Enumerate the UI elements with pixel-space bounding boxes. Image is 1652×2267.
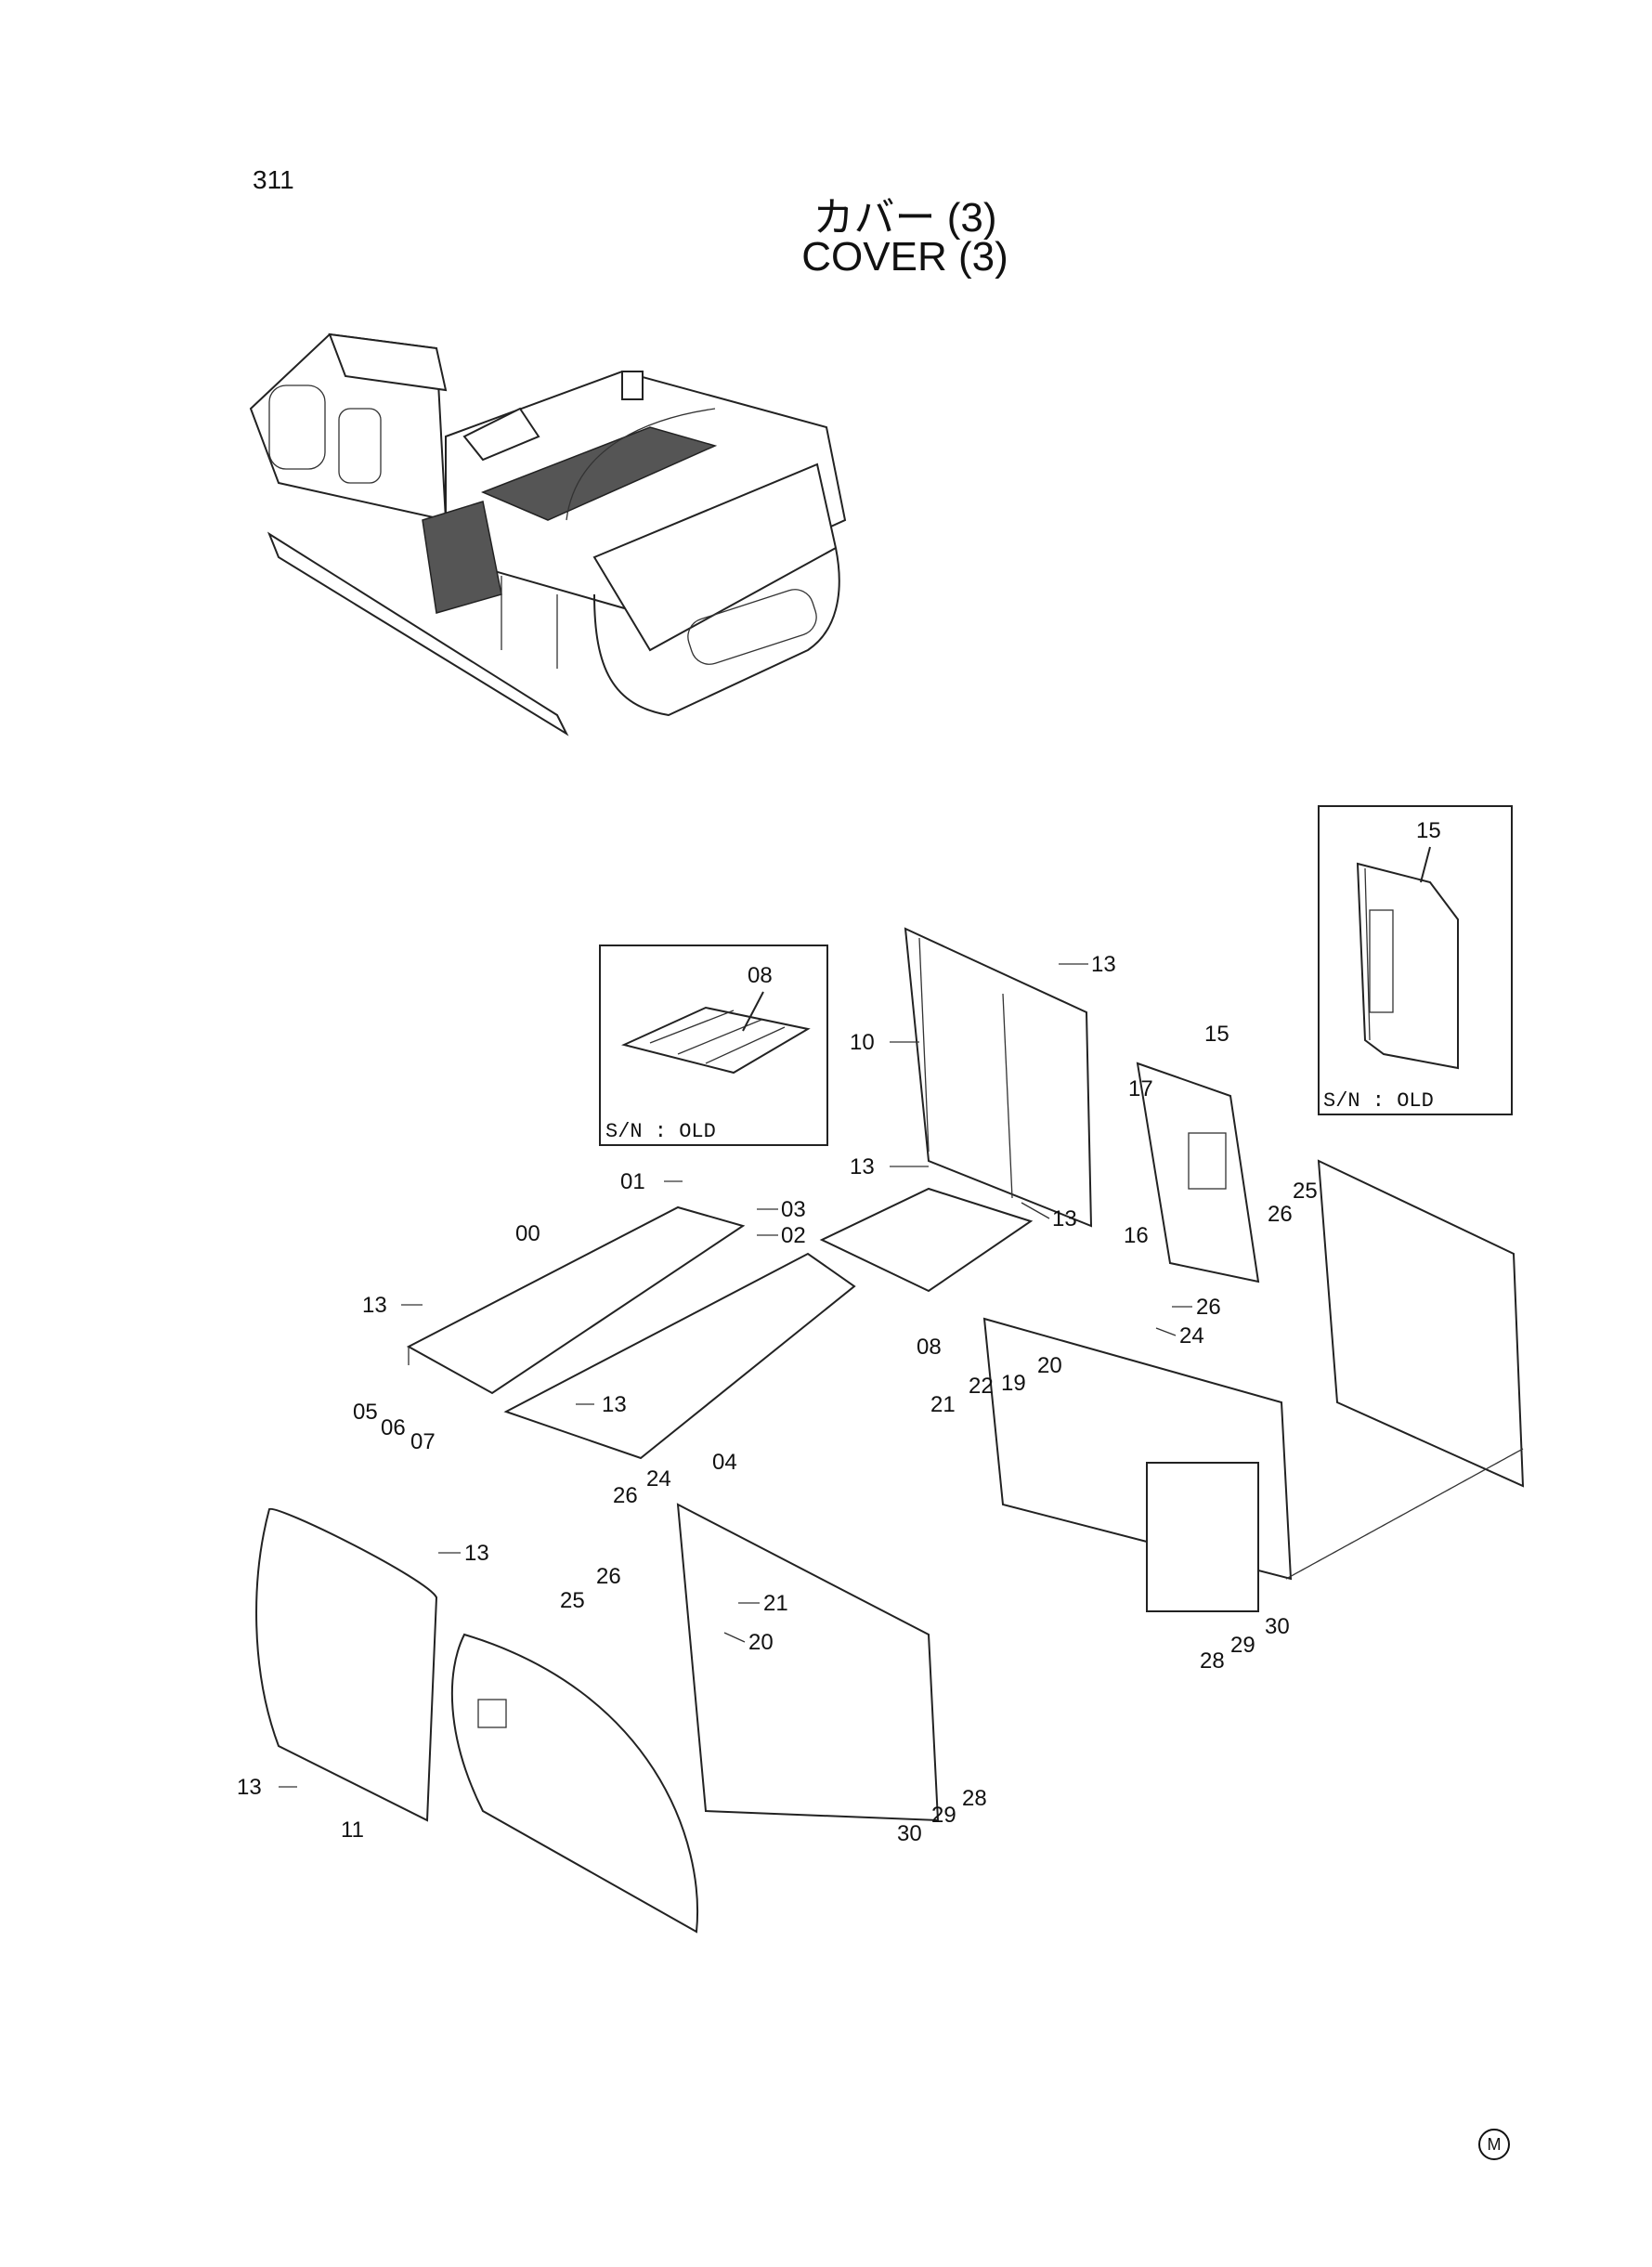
callout-30-b: 30 (897, 1821, 922, 1846)
callout-29-b: 29 (931, 1803, 956, 1828)
title-english: COVER (3) (801, 234, 1008, 280)
callout-08: 08 (917, 1335, 942, 1360)
callout-06: 06 (381, 1415, 406, 1440)
callout-00: 00 (515, 1221, 540, 1246)
callout-25-a: 25 (1293, 1179, 1318, 1204)
callout-15: 15 (1204, 1022, 1229, 1047)
callout-28-a: 28 (1200, 1648, 1225, 1674)
excavator-overview-illustration (249, 332, 847, 736)
callout-20-a: 20 (1037, 1353, 1062, 1378)
inset-15-note: S/N : OLD (1323, 1089, 1434, 1113)
callout-30-a: 30 (1265, 1614, 1290, 1639)
callout-02: 02 (781, 1223, 806, 1248)
manufacturer-mark: M (1478, 2129, 1510, 2160)
callout-03: 03 (781, 1197, 806, 1222)
callout-01: 01 (620, 1169, 645, 1194)
callout-13-d: 13 (362, 1293, 387, 1318)
callout-08-inset: 08 (748, 963, 773, 988)
callout-29-a: 29 (1230, 1633, 1255, 1658)
inset-part-15-old: 15 S/N : OLD (1318, 805, 1513, 1115)
callout-25-b: 25 (560, 1588, 585, 1613)
callout-28-b: 28 (962, 1786, 987, 1811)
title-japanese: カバー (3) (813, 195, 997, 241)
part-10-panel (904, 927, 1093, 1228)
callout-24-a: 24 (1179, 1323, 1204, 1348)
callout-13-g: 13 (237, 1775, 262, 1800)
right-side-door (1317, 1159, 1525, 1488)
callout-26-d: 26 (596, 1564, 621, 1589)
callout-13-c: 13 (1052, 1206, 1077, 1231)
inset-part-08-old: 08 S/N : OLD (599, 945, 828, 1146)
part-04-floor-plate (503, 1252, 856, 1460)
part-00-floor-plate (406, 1205, 746, 1395)
callout-15-inset: 15 (1416, 818, 1441, 843)
part-08-plate (819, 1187, 1034, 1293)
callout-26-a: 26 (1268, 1202, 1293, 1227)
callout-20-b: 20 (748, 1630, 774, 1655)
callout-05: 05 (353, 1400, 378, 1425)
callout-11: 11 (341, 1818, 364, 1843)
callout-13-b: 13 (850, 1154, 875, 1179)
callout-07: 07 (410, 1429, 436, 1454)
callout-13-e: 13 (602, 1392, 627, 1417)
callout-19: 19 (1001, 1371, 1026, 1396)
callout-22: 22 (969, 1374, 994, 1399)
callout-13-f: 13 (464, 1541, 489, 1566)
callout-13-a: 13 (1091, 952, 1116, 977)
callout-21-a: 21 (930, 1392, 956, 1417)
callout-26-b: 26 (1196, 1295, 1221, 1320)
callout-21-b: 21 (763, 1591, 788, 1616)
callout-26-c: 26 (613, 1483, 638, 1508)
callout-24-b: 24 (646, 1466, 671, 1492)
callout-04: 04 (712, 1450, 737, 1475)
callout-10: 10 (850, 1030, 875, 1055)
callout-17: 17 (1128, 1076, 1153, 1101)
left-side-door-cover (450, 1503, 940, 1934)
inset-08-note: S/N : OLD (605, 1120, 716, 1143)
leader-lines (279, 963, 1524, 1788)
page-number: 311 (253, 165, 294, 194)
part-15-panel (1136, 1062, 1260, 1283)
callout-labels: 13 10 15 17 13 13 16 26 25 01 03 02 00 0… (237, 952, 1318, 1846)
part-11-door (255, 1507, 438, 1822)
callout-16: 16 (1124, 1223, 1149, 1248)
frame-structure (982, 1317, 1293, 1612)
